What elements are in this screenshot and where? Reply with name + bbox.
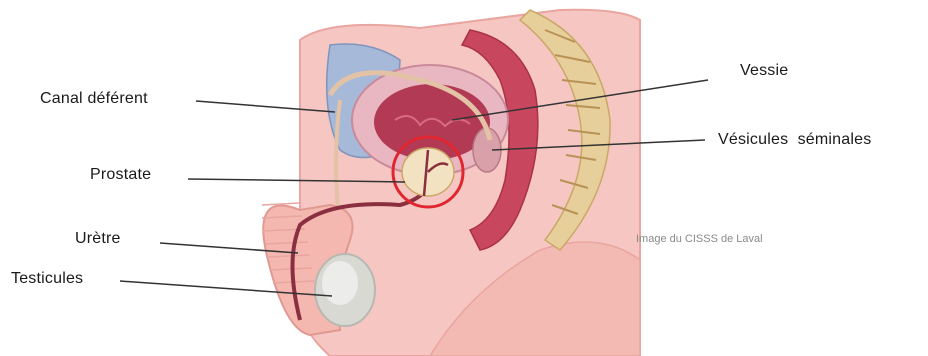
label-vessie: Vessie bbox=[740, 62, 788, 80]
label-canal-deferent: Canal déférent bbox=[40, 90, 148, 108]
label-uretre: Urètre bbox=[75, 230, 121, 248]
label-vesicules-seminales: Vésicules séminales bbox=[718, 131, 871, 149]
label-prostate: Prostate bbox=[90, 166, 151, 184]
label-testicules: Testicules bbox=[11, 270, 83, 288]
testicle-shine bbox=[322, 261, 358, 305]
image-credit: Image du CISSS de Laval bbox=[636, 233, 763, 245]
